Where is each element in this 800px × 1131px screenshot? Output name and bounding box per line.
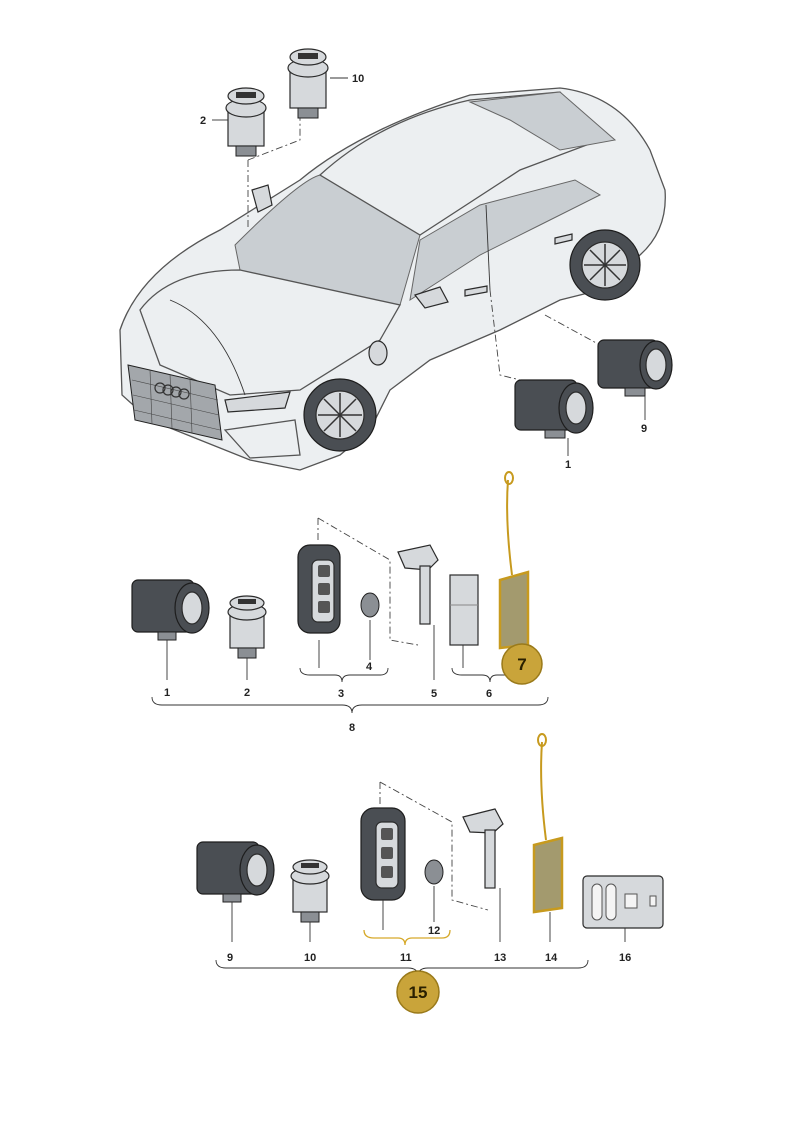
label-mid-4: 4 xyxy=(366,661,373,673)
ignition-module-1-mid xyxy=(131,579,210,641)
car-illustration xyxy=(119,87,666,471)
label-bot-11: 11 xyxy=(400,952,412,964)
label-bot-16: 16 xyxy=(619,952,631,964)
lock-cylinder-10-top xyxy=(287,48,329,119)
label-mid-1: 1 xyxy=(164,687,170,699)
emergency-key-13 xyxy=(462,808,504,889)
lock-cylinder-10-bot xyxy=(290,859,330,923)
label-mid-2: 2 xyxy=(244,687,250,699)
label-mid-3: 3 xyxy=(338,688,344,700)
callout-7[interactable]: 7 xyxy=(501,643,543,685)
label-car-1: 1 xyxy=(565,459,571,471)
callout-7-number: 7 xyxy=(517,655,526,674)
battery-4 xyxy=(360,592,380,618)
label-mid-6: 6 xyxy=(486,688,492,700)
battery-12 xyxy=(424,859,444,885)
brace-11 xyxy=(363,929,451,946)
callout-15-number: 15 xyxy=(409,983,428,1002)
key-fob-3 xyxy=(297,544,341,634)
lock-cylinder-2-mid xyxy=(227,595,267,659)
ignition-module-1-top xyxy=(514,379,594,439)
label-bot-9: 9 xyxy=(227,952,233,964)
label-car-10: 10 xyxy=(352,73,364,85)
key-tag-14 xyxy=(532,733,564,914)
label-bot-14: 14 xyxy=(545,952,558,964)
key-fob-11 xyxy=(360,807,406,901)
label-mid-8: 8 xyxy=(349,722,355,734)
label-bot-10: 10 xyxy=(304,952,316,964)
label-bot-13: 13 xyxy=(494,952,506,964)
ignition-module-9-bot xyxy=(196,841,275,903)
brace-8 xyxy=(151,696,549,714)
label-car-9: 9 xyxy=(641,423,647,435)
callout-15[interactable]: 15 xyxy=(396,970,440,1014)
card-16 xyxy=(582,875,664,929)
label-mid-5: 5 xyxy=(431,688,437,700)
emergency-key-5 xyxy=(397,544,439,625)
lock-cylinder-2-top xyxy=(225,87,267,157)
label-car-2: 2 xyxy=(200,115,206,127)
label-bot-12: 12 xyxy=(428,925,440,937)
ignition-module-9-top xyxy=(597,339,673,397)
key-card-6 xyxy=(449,574,479,646)
key-tag-7 xyxy=(498,471,530,650)
